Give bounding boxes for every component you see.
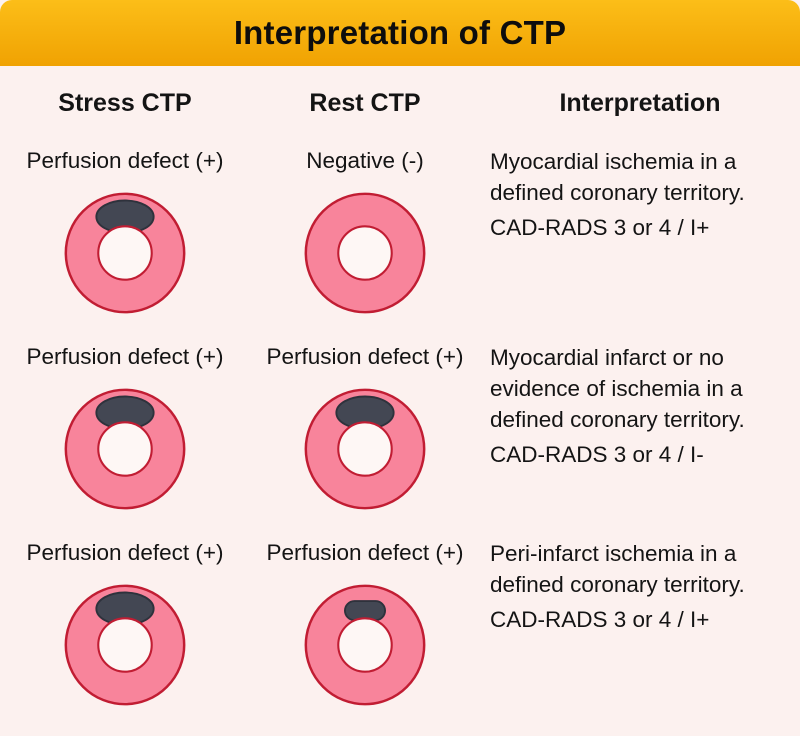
row1-interpretation: Myocardial ischemia in a defined coronar… [480, 146, 800, 316]
myocardium-donut-icon [304, 584, 426, 706]
row2-interpretation-description: Myocardial infarct or no evidence of isc… [490, 345, 745, 432]
column-header-interpretation: Interpretation [559, 89, 721, 117]
myocardium-donut-icon [64, 192, 186, 314]
row1-stress-cell: Perfusion defect (+) [0, 146, 250, 316]
row3-stress-cell: Perfusion defect (+) [0, 538, 250, 708]
row2-interpretation: Myocardial infarct or no evidence of isc… [480, 342, 800, 512]
column-header-stress: Stress CTP [58, 89, 192, 117]
row2-cad-rads: CAD-RADS 3 or 4 / I- [490, 442, 704, 467]
title-banner: Interpretation of CTP [0, 0, 800, 66]
myocardium-donut-icon [304, 388, 426, 510]
row3-interpretation: Peri-infarct ischemia in a defined coron… [480, 538, 800, 708]
row3-interpretation-description: Peri-infarct ischemia in a defined coron… [490, 541, 745, 597]
row3-stress-label: Perfusion defect (+) [26, 540, 224, 565]
row1-stress-label: Perfusion defect (+) [26, 148, 224, 173]
myocardium-donut-icon [64, 584, 186, 706]
row1-interpretation-description: Myocardial ischemia in a defined coronar… [490, 149, 745, 205]
row1-rest-cell: Negative (-) [250, 146, 480, 316]
column-header-rest: Rest CTP [309, 89, 421, 117]
row2-stress-label: Perfusion defect (+) [26, 344, 224, 369]
row1-rest-label: Negative (-) [306, 148, 424, 173]
row3-cad-rads: CAD-RADS 3 or 4 / I+ [490, 607, 710, 632]
row2-rest-label: Perfusion defect (+) [266, 344, 464, 369]
row1-cad-rads: CAD-RADS 3 or 4 / I+ [490, 215, 710, 240]
ctp-table: Stress CTP Rest CTP Interpretation Perfu… [0, 66, 800, 708]
myocardium-donut-icon [304, 192, 426, 314]
myocardium-donut-icon [64, 388, 186, 510]
row2-stress-cell: Perfusion defect (+) [0, 342, 250, 512]
row3-rest-label: Perfusion defect (+) [266, 540, 464, 565]
page-title: Interpretation of CTP [233, 14, 567, 51]
row3-rest-cell: Perfusion defect (+) [250, 538, 480, 708]
row2-rest-cell: Perfusion defect (+) [250, 342, 480, 512]
